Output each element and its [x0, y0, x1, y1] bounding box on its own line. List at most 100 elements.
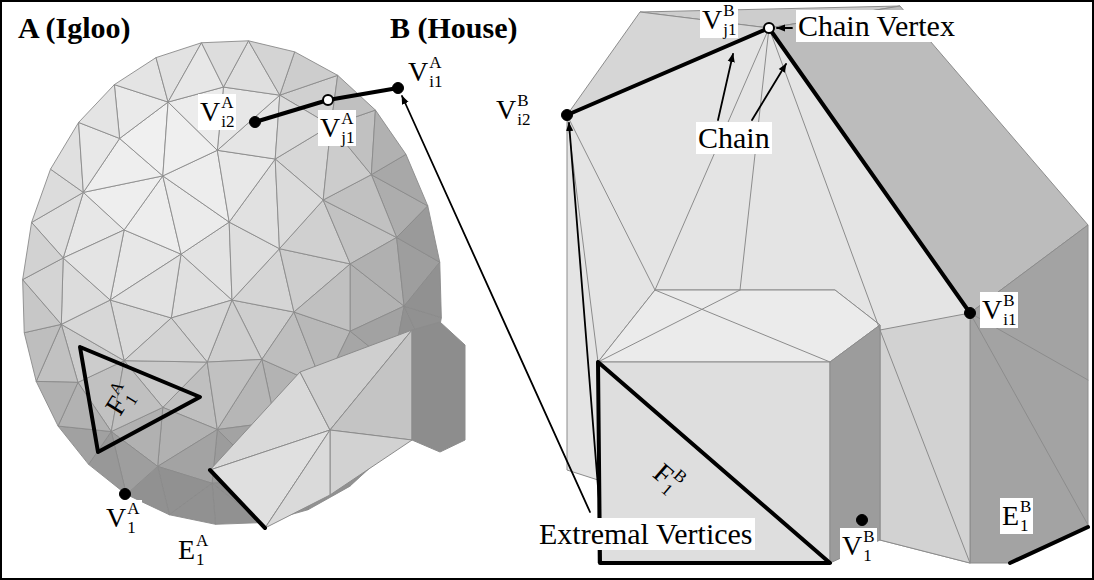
- mesh-face: [201, 41, 248, 87]
- symbol-letter: V: [200, 98, 220, 126]
- mesh-face: [275, 159, 323, 249]
- symbol-indices: Bi2: [517, 92, 530, 128]
- symbol-indices: B1: [863, 528, 874, 564]
- house-model: [567, 6, 1088, 563]
- mesh-edge: [740, 28, 769, 290]
- leader-arrow: [569, 123, 600, 512]
- subscript: i2: [517, 111, 530, 128]
- vertex-dot: [965, 308, 976, 319]
- mesh-face: [169, 483, 215, 524]
- vertex-label: VBi2: [494, 92, 532, 128]
- symbol-indices: Aj1: [341, 110, 354, 146]
- mesh-face: [217, 150, 275, 222]
- mesh-face: [207, 359, 262, 429]
- mesh-edge: [655, 28, 769, 290]
- mesh-face: [124, 318, 207, 362]
- subscript: 1: [1020, 517, 1031, 534]
- mesh-face: [567, 12, 769, 115]
- mesh-face: [63, 230, 124, 300]
- mesh-face: [265, 430, 330, 528]
- callout-label: Chain Vertex: [796, 10, 957, 42]
- mesh-face: [371, 110, 406, 175]
- mesh-face: [598, 290, 880, 362]
- mesh-face: [294, 264, 350, 331]
- mesh-face: [51, 122, 84, 192]
- leader-lines: [402, 28, 792, 512]
- vertex-dot: [393, 83, 404, 94]
- mesh-face: [404, 262, 441, 317]
- mesh-face: [330, 430, 412, 495]
- superscript: B: [723, 2, 736, 19]
- mesh-edge: [598, 290, 740, 362]
- symbol-letter: V: [320, 114, 340, 142]
- symbol-letter: V: [842, 532, 862, 560]
- highlighted-features: [80, 23, 1088, 563]
- vertex-dot: [857, 515, 868, 526]
- mesh-face: [248, 41, 294, 95]
- vertex-dot: [120, 489, 131, 500]
- symbol-indices: Ai2: [221, 94, 234, 130]
- symbol-letter: V: [106, 504, 126, 532]
- mesh-face: [23, 222, 64, 279]
- symbol-indices: Bj1: [723, 2, 736, 38]
- leader-arrow: [402, 96, 590, 512]
- subscript: i1: [1003, 311, 1016, 328]
- symbol-indices: Ai1: [429, 54, 442, 90]
- callout-label: Extremal Vertices: [537, 518, 755, 550]
- vertex-label: VBj1: [700, 2, 738, 38]
- panel-title: B (House): [388, 12, 520, 44]
- vertex-label: VAi1: [406, 54, 444, 90]
- vertex-label: VAj1: [318, 110, 356, 146]
- symbol-letter: V: [982, 296, 1002, 324]
- symbol-letter: E: [178, 536, 195, 564]
- panel-title: A (Igloo): [16, 12, 133, 44]
- mesh-face: [36, 381, 78, 426]
- edge-label: EB1: [1000, 498, 1033, 534]
- subscript: 1: [196, 551, 208, 568]
- symbol-letter: V: [702, 6, 722, 34]
- superscript: B: [517, 92, 530, 109]
- mesh-face: [79, 85, 120, 139]
- symbol-indices: A1: [127, 500, 139, 536]
- vertex-label: VAi2: [198, 94, 236, 130]
- superscript: B: [1020, 498, 1031, 515]
- mesh-edge: [769, 28, 880, 330]
- mesh-face: [412, 322, 465, 452]
- superscript: B: [1003, 292, 1016, 309]
- mesh-face: [397, 206, 440, 262]
- symbol-letter: V: [408, 58, 428, 86]
- vertex-label: VBi1: [980, 292, 1018, 328]
- highlighted-face: [80, 347, 200, 452]
- vertex-dot: [250, 117, 261, 128]
- igloo-dome: [23, 41, 442, 525]
- mesh-face: [970, 225, 1088, 563]
- mesh-edge: [655, 290, 830, 362]
- edge-label: EA 1: [176, 532, 210, 568]
- superscript: A: [221, 94, 234, 111]
- mesh-face: [110, 254, 181, 318]
- chain-vertex-dot: [323, 95, 333, 105]
- symbol-indices: Bi1: [1003, 292, 1016, 328]
- subscript: j1: [341, 129, 354, 146]
- leader-arrow: [752, 64, 786, 120]
- igloo-tunnel: [210, 322, 465, 528]
- superscript: A: [429, 54, 442, 71]
- subscript: i2: [221, 113, 234, 130]
- chain-vertex-dot: [764, 23, 774, 33]
- vertex-dot: [562, 110, 573, 121]
- symbol-indices: B1: [1020, 498, 1031, 534]
- superscript: B: [863, 528, 874, 545]
- leader-arrow: [718, 54, 733, 120]
- mesh-face: [58, 426, 111, 464]
- superscript: A: [196, 532, 208, 549]
- leader-arrow: [777, 27, 792, 29]
- mesh-face: [830, 325, 880, 563]
- highlighted-edge: [210, 470, 265, 528]
- vertex-label: VA1: [104, 500, 142, 536]
- symbol-letter: V: [496, 96, 516, 124]
- mesh-face: [350, 237, 404, 306]
- mesh-face: [24, 324, 61, 381]
- callout-label: Chain: [696, 122, 772, 154]
